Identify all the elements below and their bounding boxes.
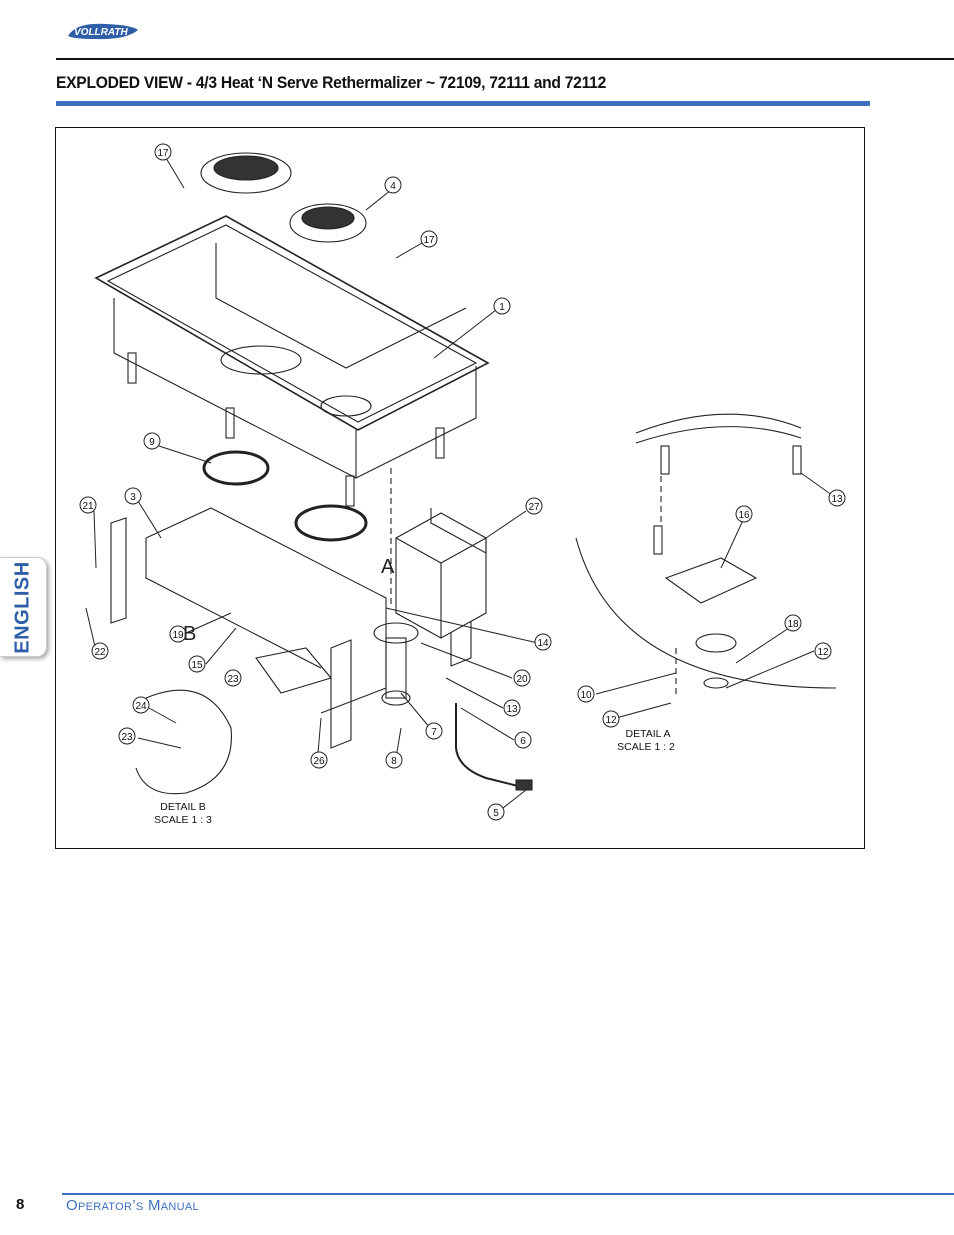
svg-text:1: 1 [499,302,505,313]
language-tab: ENGLISH [0,557,47,657]
callout-15: 14 [534,633,552,651]
logo-text: VOLLRATH [74,27,128,38]
callout-21: 12 [602,710,620,728]
callout-26: 26 [310,751,328,769]
callout-7: 21 [79,496,97,514]
control-box [395,508,487,639]
language-tab-label: ENGLISH [11,561,34,654]
svg-text:23: 23 [121,732,133,743]
callout-3: 17 [420,230,438,248]
detail-b-label: DETAIL B [160,801,206,813]
callout-8: 27 [525,497,543,515]
callout-10: 16 [735,505,753,523]
callout-4: 1 [493,297,511,315]
page-title: EXPLODED VIEW - 4/3 Heat ‘N Serve Rether… [56,73,607,92]
callout-23: 23 [118,727,136,745]
svg-text:21: 21 [82,501,94,512]
callout-9: 13 [828,489,846,507]
callout-group: 17 4 17 1 9 3 21 27 13 16 22 19 15 23 14… [79,143,846,821]
svg-text:7: 7 [431,727,437,738]
callout-14: 23 [224,669,242,687]
svg-text:24: 24 [135,701,147,712]
svg-text:5: 5 [493,808,499,819]
vollrath-logo: VOLLRATH [68,23,138,40]
svg-text:17: 17 [423,235,435,246]
header-rule [56,58,954,60]
support-frame [110,507,472,749]
gasket-9 [202,450,270,486]
callout-19: 12 [814,642,832,660]
svg-text:10: 10 [580,690,592,701]
well-body [94,215,490,507]
detail-a-label: DETAIL A [626,728,671,740]
manual-title: Operator’s Manual [66,1197,199,1214]
detail-b-scale: SCALE 1 : 3 [154,814,212,826]
exploded-view-drawing: 17 4 17 1 9 3 21 27 13 16 22 19 15 23 14… [79,143,846,826]
detail-a-outline [575,537,837,689]
svg-text:22: 22 [94,647,106,658]
svg-text:20: 20 [516,674,528,685]
svg-text:9: 9 [149,437,155,448]
svg-text:16: 16 [738,510,750,521]
callout-1: 17 [154,143,172,161]
svg-text:27: 27 [528,502,540,513]
callout-20: 10 [577,685,595,703]
exploded-view-diagram: 17 4 17 1 9 3 21 27 13 16 22 19 15 23 14… [55,127,865,849]
callout-5: 9 [143,432,161,450]
detail-a-scale: SCALE 1 : 2 [617,741,675,753]
svg-text:17: 17 [157,148,169,159]
callout-12: 19 [169,625,187,643]
leader-lines [85,157,837,809]
page-number: 8 [16,1196,25,1213]
callout-6: 3 [124,487,142,505]
gasket-9b [294,504,368,542]
svg-text:6: 6 [520,736,526,747]
footer-rule [62,1193,954,1195]
svg-text:26: 26 [313,756,325,767]
callout-27: 8 [385,751,403,769]
svg-text:19: 19 [172,630,184,641]
title-underline [56,101,870,106]
callout-25: 6 [514,731,532,749]
svg-text:3: 3 [130,492,136,503]
svg-text:12: 12 [605,715,617,726]
view-letter-b: B [183,623,196,645]
svg-text:8: 8 [391,756,397,767]
svg-text:15: 15 [191,660,203,671]
svg-text:4: 4 [390,181,396,192]
callout-22: 24 [132,696,150,714]
callout-16: 20 [513,669,531,687]
power-cord [455,703,527,789]
view-letter-a: A [381,556,395,578]
callout-13: 15 [188,655,206,673]
callout-18: 18 [784,614,802,632]
callout-2: 4 [384,176,402,194]
svg-text:13: 13 [506,704,518,715]
svg-text:18: 18 [787,619,799,630]
callout-24: 7 [425,722,443,740]
svg-text:12: 12 [817,647,829,658]
callout-11: 22 [91,642,109,660]
detail-b-outline [135,689,232,795]
callout-17: 13 [503,699,521,717]
svg-text:14: 14 [537,638,549,649]
callout-28: 5 [487,803,505,821]
svg-text:13: 13 [831,494,843,505]
svg-text:23: 23 [227,674,239,685]
